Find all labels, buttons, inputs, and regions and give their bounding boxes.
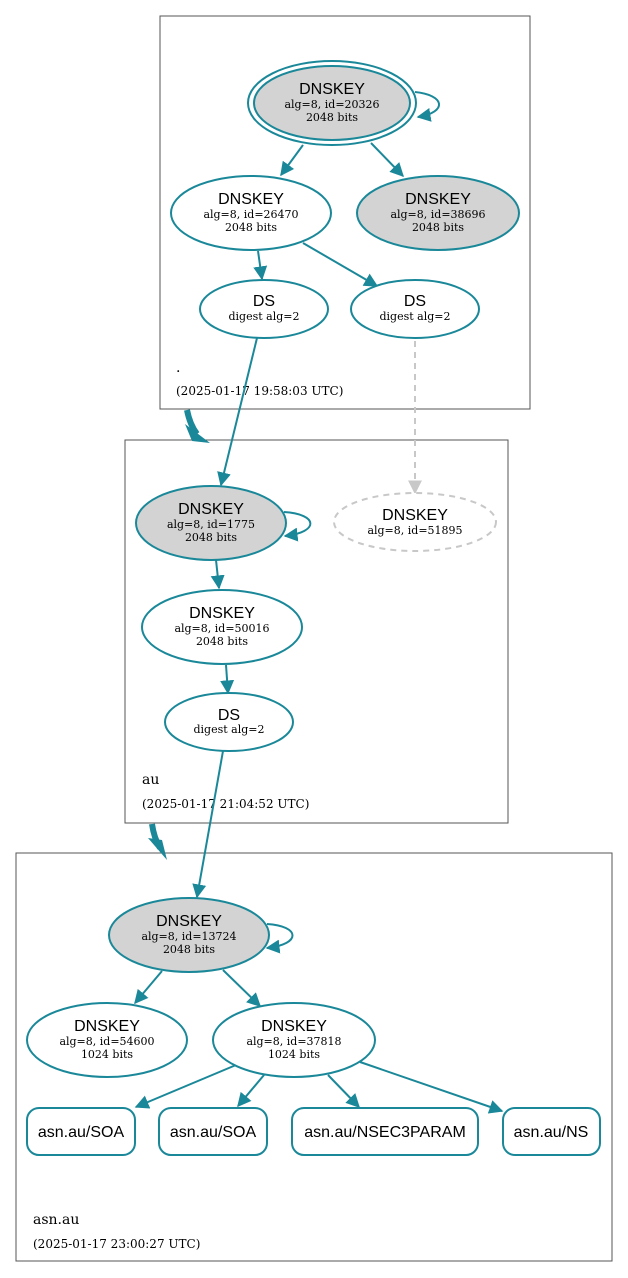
root-zsk2-node: DNSKEY alg=8, id=38696 2048 bits xyxy=(356,175,520,251)
zone-root-name: . xyxy=(176,360,180,376)
zone-asn-box xyxy=(15,852,613,1262)
node-key-size: 2048 bits xyxy=(185,531,237,544)
edge-asn-zsk2-rr2 xyxy=(237,1074,265,1108)
edge-root-ksk-self xyxy=(414,91,440,122)
node-title: DS xyxy=(253,293,275,310)
delegation-arrow-au-asn xyxy=(148,823,167,860)
root-zsk1-node: DNSKEY alg=8, id=26470 2048 bits xyxy=(170,175,332,251)
node-key-info: alg=8, id=50016 xyxy=(174,622,269,635)
asn-ksk-node: DNSKEY alg=8, id=13724 2048 bits xyxy=(108,897,270,973)
edge-root-ksk-zsk2 xyxy=(370,142,404,178)
node-title: DNSKEY xyxy=(218,191,284,208)
root-ds2-node: DS digest alg=2 xyxy=(350,279,480,339)
node-digest: digest alg=2 xyxy=(193,723,264,736)
zone-asn: asn.au (2025-01-17 23:00:27 UTC) xyxy=(15,852,613,1262)
rrset-label: asn.au/SOA xyxy=(38,1124,125,1141)
node-key-info: alg=8, id=20326 xyxy=(284,98,379,111)
edge-root-zsk1-ds1 xyxy=(253,250,268,281)
zone-asn-name: asn.au xyxy=(33,1212,79,1228)
node-title: DNSKEY xyxy=(261,1018,327,1035)
asn-zsk1-node: DNSKEY alg=8, id=54600 1024 bits xyxy=(26,1002,188,1078)
zone-au: au (2025-01-17 21:04:52 UTC) xyxy=(124,439,509,824)
root-ds1-node: DS digest alg=2 xyxy=(199,279,329,339)
node-title: DNSKEY xyxy=(74,1018,140,1035)
edge-au-ds-asn-ksk xyxy=(192,750,224,899)
node-key-size: 1024 bits xyxy=(81,1048,133,1061)
node-title: DNSKEY xyxy=(405,191,471,208)
edge-asn-ksk-zsk2 xyxy=(222,969,262,1007)
node-key-info: alg=8, id=38696 xyxy=(390,208,485,221)
edge-root-ds1-au-ksk xyxy=(217,337,258,487)
edge-asn-zsk2-rr1 xyxy=(134,1064,237,1109)
zone-au-box xyxy=(124,439,509,824)
node-title: DNSKEY xyxy=(382,507,448,524)
au-ksk-node: DNSKEY alg=8, id=1775 2048 bits xyxy=(135,485,287,561)
edge-root-ksk-zsk1 xyxy=(280,144,304,177)
rrset-label: asn.au/NS xyxy=(514,1124,589,1141)
node-key-size: 2048 bits xyxy=(412,221,464,234)
node-key-info: alg=8, id=54600 xyxy=(59,1035,154,1048)
au-missing-dnskey-node: DNSKEY alg=8, id=51895 xyxy=(333,492,497,552)
node-title: DS xyxy=(218,707,240,724)
edge-asn-ksk-zsk1 xyxy=(134,970,163,1005)
edge-asn-zsk2-rr4 xyxy=(359,1061,504,1114)
zone-au-timestamp: (2025-01-17 21:04:52 UTC) xyxy=(142,797,309,811)
node-digest: digest alg=2 xyxy=(379,310,450,323)
edge-asn-zsk2-rr3 xyxy=(327,1074,360,1109)
node-title: DNSKEY xyxy=(178,501,244,518)
node-title: DNSKEY xyxy=(189,605,255,622)
node-title: DNSKEY xyxy=(299,81,365,98)
edge-root-zsk1-ds2 xyxy=(302,242,379,287)
asn-zsk2-node: DNSKEY alg=8, id=37818 1024 bits xyxy=(212,1002,376,1078)
node-key-info: alg=8, id=1775 xyxy=(167,518,255,531)
delegation-arrow-root-au xyxy=(184,409,210,443)
edge-au-ksk-self xyxy=(283,511,312,542)
rrset-label: asn.au/NSEC3PARAM xyxy=(304,1124,466,1141)
rrset-nsec3param: asn.au/NSEC3PARAM xyxy=(291,1107,479,1156)
rrset-label: asn.au/SOA xyxy=(170,1124,257,1141)
au-zsk-node: DNSKEY alg=8, id=50016 2048 bits xyxy=(141,589,303,665)
node-title: DNSKEY xyxy=(156,913,222,930)
zone-root: . (2025-01-17 19:58:03 UTC) xyxy=(159,15,531,410)
rrset-soa-1: asn.au/SOA xyxy=(26,1107,136,1156)
au-ds-node: DS digest alg=2 xyxy=(164,692,294,752)
node-key-info: alg=8, id=13724 xyxy=(141,930,236,943)
edges xyxy=(134,91,504,1114)
edge-au-ksk-zsk xyxy=(210,559,225,590)
zone-root-box xyxy=(159,15,531,410)
edge-au-zsk-ds xyxy=(220,664,235,695)
rrset-soa-2: asn.au/SOA xyxy=(158,1107,268,1156)
node-key-info: alg=8, id=37818 xyxy=(246,1035,341,1048)
node-key-size: 2048 bits xyxy=(163,943,215,956)
zone-asn-timestamp: (2025-01-17 23:00:27 UTC) xyxy=(33,1237,200,1251)
node-key-size: 2048 bits xyxy=(306,111,358,124)
node-title: DS xyxy=(404,293,426,310)
root-ksk-node: DNSKEY alg=8, id=20326 2048 bits xyxy=(247,60,417,146)
node-key-info: alg=8, id=51895 xyxy=(367,524,462,537)
node-key-size: 2048 bits xyxy=(225,221,277,234)
zone-au-name: au xyxy=(142,772,159,788)
node-key-size: 2048 bits xyxy=(196,635,248,648)
edge-asn-ksk-self xyxy=(265,923,294,954)
zone-root-timestamp: (2025-01-17 19:58:03 UTC) xyxy=(176,384,343,398)
node-key-size: 1024 bits xyxy=(268,1048,320,1061)
node-digest: digest alg=2 xyxy=(228,310,299,323)
node-key-info: alg=8, id=26470 xyxy=(203,208,298,221)
rrset-ns: asn.au/NS xyxy=(502,1107,601,1156)
